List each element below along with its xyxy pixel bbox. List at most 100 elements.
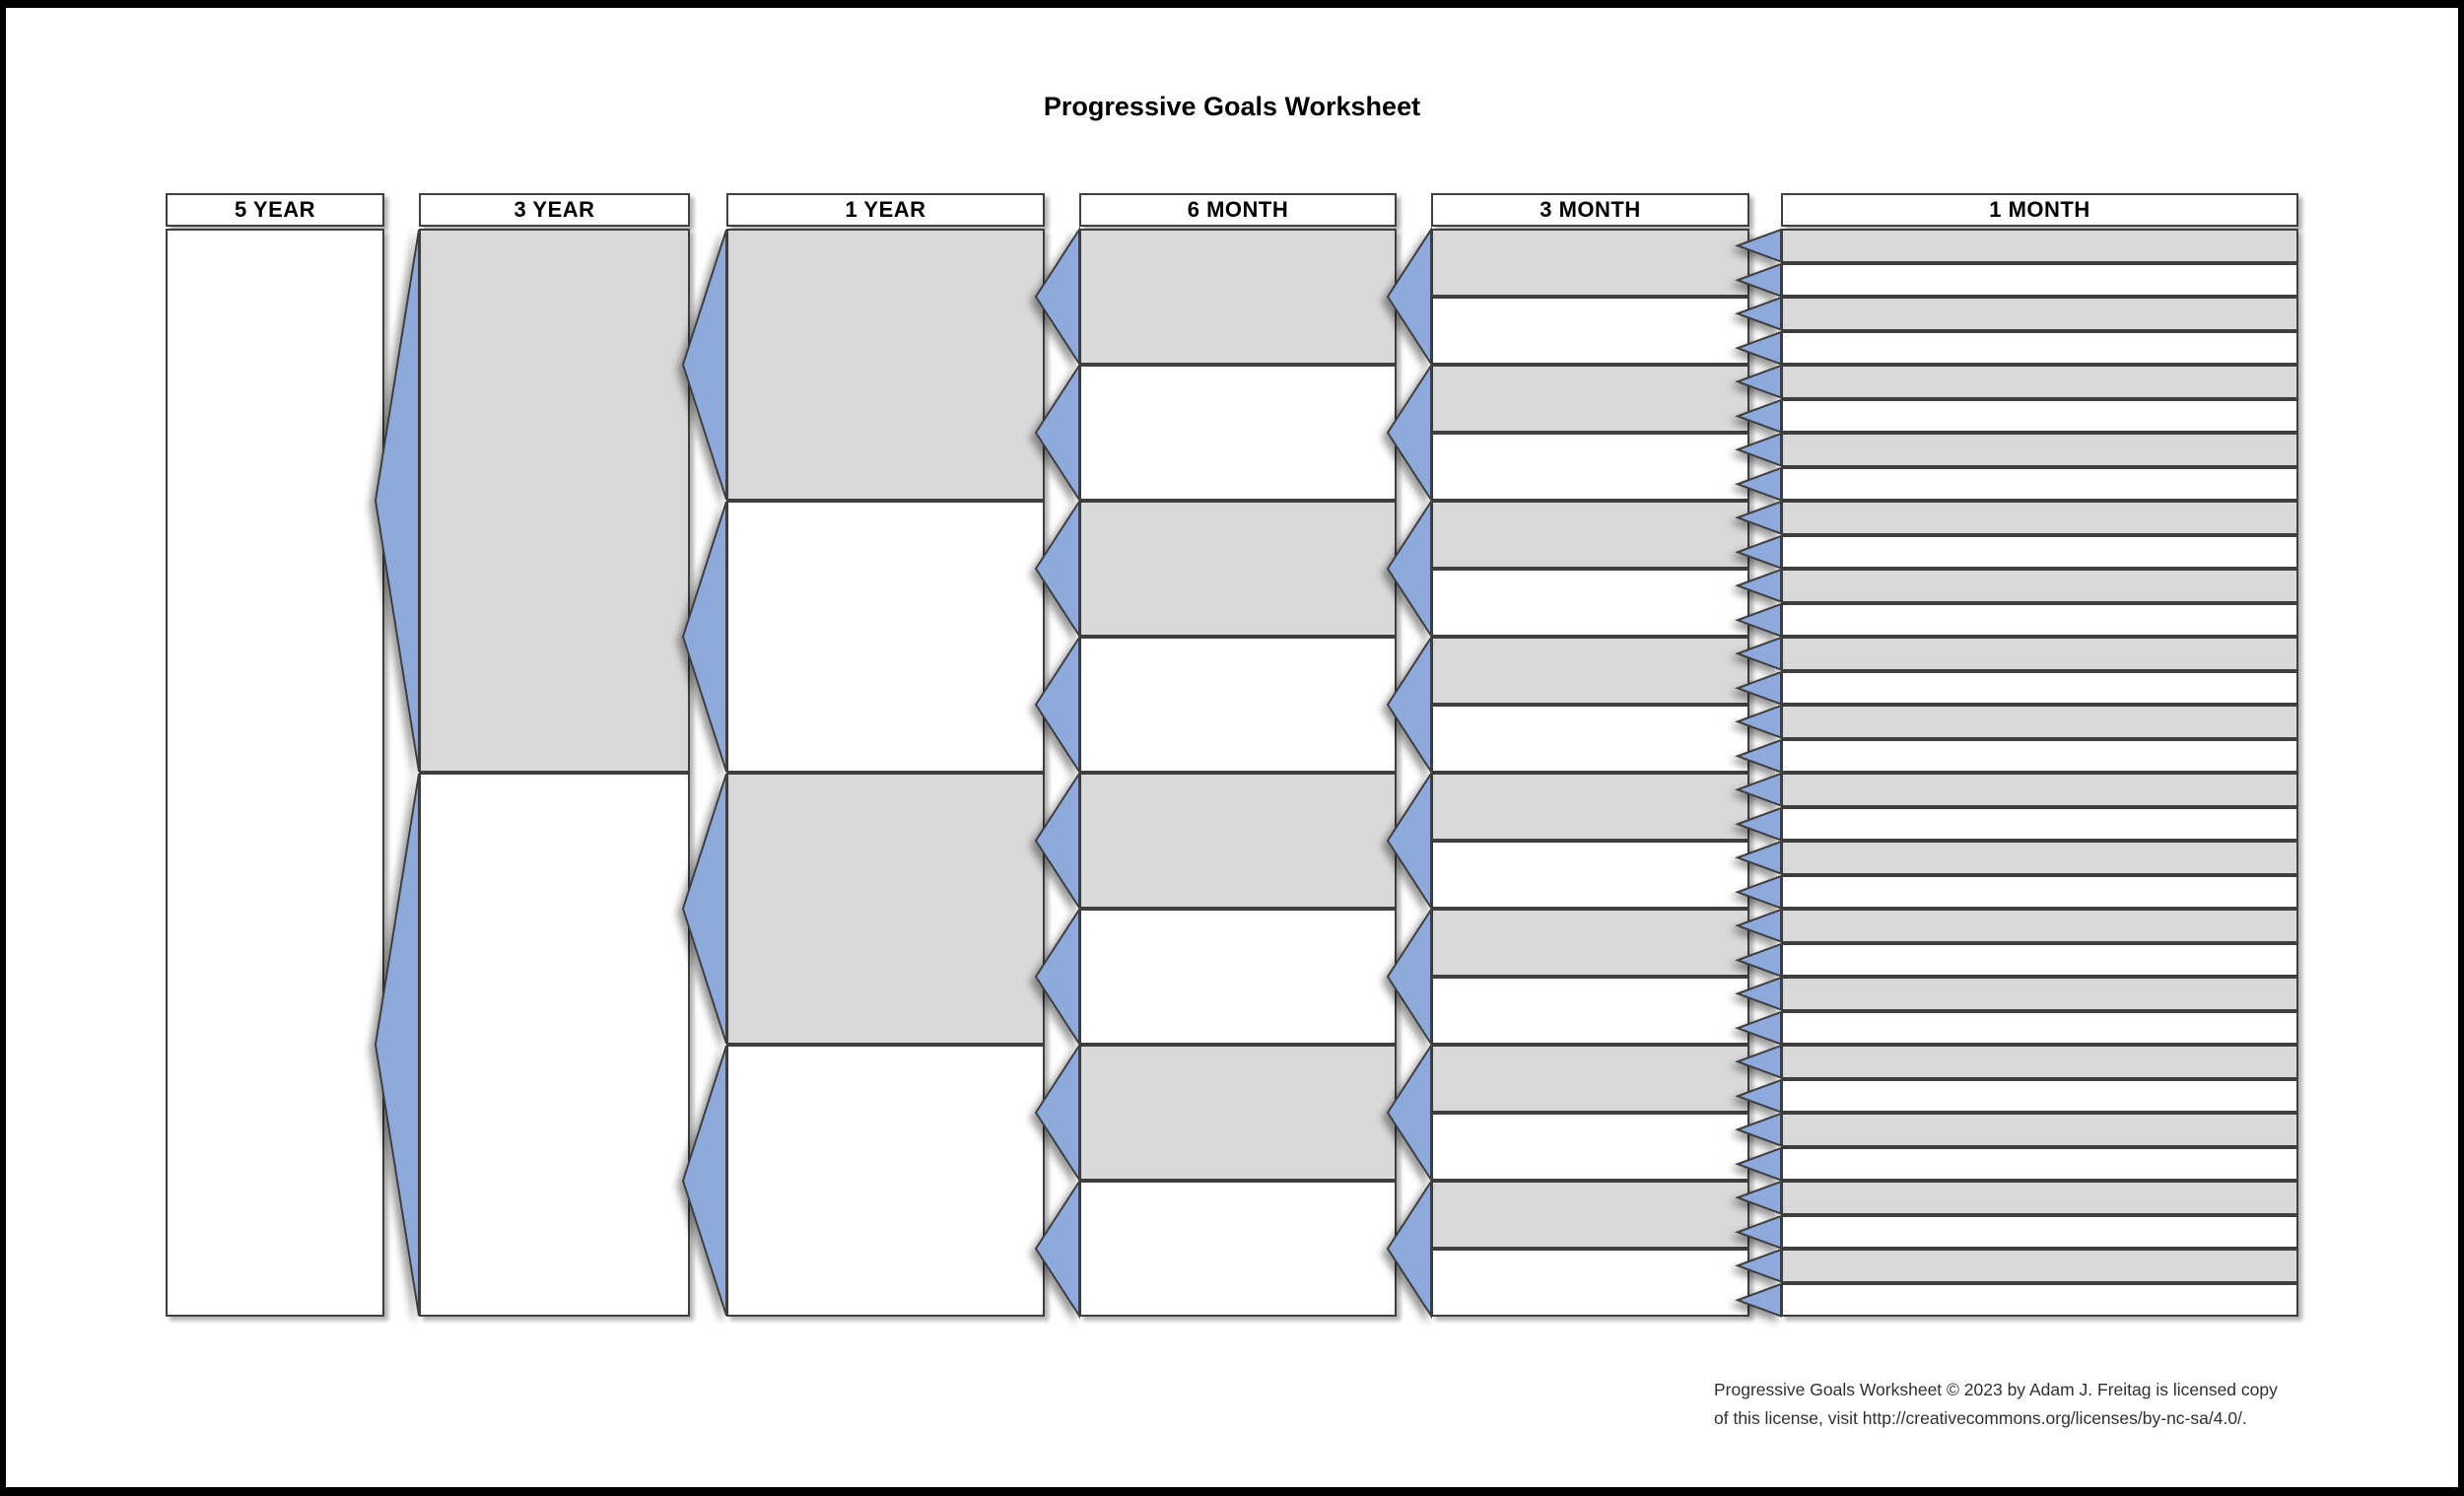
left-arrow-icon: [681, 229, 727, 501]
flow-arrow-1-month-8: [1735, 466, 1782, 502]
goal-box-3-month-13: [1431, 1045, 1749, 1113]
flow-arrow-1-month-31: [1735, 1248, 1782, 1283]
left-arrow-icon: [1735, 840, 1782, 875]
flow-arrow-6-month-1: [1034, 226, 1080, 368]
flow-arrow-1-month-20: [1735, 874, 1782, 910]
goal-box-6-month-6: [1079, 909, 1397, 1045]
flow-arrow-3-month-1: [1386, 226, 1432, 368]
flow-arrow-1-year-4: [681, 1045, 727, 1317]
left-arrow-icon: [681, 1045, 727, 1317]
left-arrow-icon: [1735, 670, 1782, 706]
left-arrow-icon: [1735, 602, 1782, 638]
left-arrow-icon: [1386, 1042, 1432, 1184]
flow-arrow-1-month-23: [1735, 976, 1782, 1011]
flow-arrow-1-month-26: [1735, 1078, 1782, 1114]
flow-arrow-1-month-17: [1735, 772, 1782, 807]
goal-box-3-month-5: [1431, 501, 1749, 569]
column-header-1-month: 1 MONTH: [1781, 193, 2298, 227]
goal-box-1-month-11: [1781, 569, 2298, 603]
flow-arrow-1-month-6: [1735, 398, 1782, 434]
flow-arrow-1-month-13: [1735, 636, 1782, 671]
flow-arrow-3-month-8: [1386, 1178, 1432, 1320]
left-arrow-icon: [1735, 1010, 1782, 1046]
flow-arrow-1-month-1: [1735, 228, 1782, 263]
flow-arrow-1-month-21: [1735, 908, 1782, 943]
flow-arrow-1-month-2: [1735, 262, 1782, 298]
flow-arrow-1-month-15: [1735, 704, 1782, 739]
goal-box-3-month-7: [1431, 637, 1749, 705]
left-arrow-icon: [1735, 908, 1782, 943]
page-title: Progressive Goals Worksheet: [1043, 92, 1421, 121]
flow-arrow-3-year-2: [374, 773, 420, 1317]
column-header-1-year: 1 YEAR: [726, 193, 1045, 227]
left-arrow-icon: [1735, 738, 1782, 774]
goal-box-1-year-2: [726, 501, 1045, 773]
goal-box-6-month-4: [1079, 637, 1397, 773]
flow-arrow-6-month-2: [1034, 362, 1080, 504]
flow-arrow-1-month-3: [1735, 296, 1782, 331]
goal-box-1-month-32: [1781, 1282, 2298, 1317]
left-arrow-icon: [1735, 1146, 1782, 1182]
left-arrow-icon: [1735, 500, 1782, 535]
goal-box-1-month-17: [1781, 773, 2298, 807]
goal-box-6-month-8: [1079, 1181, 1397, 1317]
flow-arrow-3-month-3: [1386, 498, 1432, 640]
left-arrow-icon: [1735, 1044, 1782, 1079]
goal-box-3-month-10: [1431, 841, 1749, 909]
flow-arrow-3-month-7: [1386, 1042, 1432, 1184]
left-arrow-icon: [1386, 226, 1432, 368]
left-arrow-icon: [1735, 466, 1782, 502]
left-arrow-icon: [1034, 362, 1080, 504]
flow-arrow-3-month-4: [1386, 634, 1432, 776]
flow-arrow-1-month-14: [1735, 670, 1782, 706]
goal-box-1-month-7: [1781, 433, 2298, 467]
goal-box-3-year-2: [419, 773, 690, 1317]
left-arrow-icon: [1735, 1180, 1782, 1215]
left-arrow-icon: [1735, 330, 1782, 366]
goal-box-6-month-3: [1079, 501, 1397, 637]
goal-box-6-month-2: [1079, 365, 1397, 501]
goal-box-5-year-1: [166, 229, 384, 1317]
left-arrow-icon: [1735, 1248, 1782, 1283]
column-header-6-month: 6 MONTH: [1079, 193, 1397, 227]
goal-box-1-month-18: [1781, 806, 2298, 841]
goal-box-3-year-1: [419, 229, 690, 773]
flow-arrow-1-month-9: [1735, 500, 1782, 535]
left-arrow-icon: [1034, 1178, 1080, 1320]
flow-arrow-1-month-16: [1735, 738, 1782, 774]
goal-box-3-month-16: [1431, 1249, 1749, 1317]
goal-box-1-month-13: [1781, 637, 2298, 671]
flow-arrow-6-month-8: [1034, 1178, 1080, 1320]
goal-box-1-month-1: [1781, 229, 2298, 263]
goal-box-3-month-15: [1431, 1181, 1749, 1249]
flow-arrow-1-month-4: [1735, 330, 1782, 366]
goal-box-1-month-4: [1781, 330, 2298, 365]
left-arrow-icon: [1034, 1042, 1080, 1184]
left-arrow-icon: [374, 773, 420, 1317]
left-arrow-icon: [1386, 906, 1432, 1048]
left-arrow-icon: [1735, 398, 1782, 434]
goal-box-3-month-1: [1431, 229, 1749, 297]
left-arrow-icon: [374, 229, 420, 773]
flow-arrow-3-year-1: [374, 229, 420, 773]
goal-box-1-month-10: [1781, 534, 2298, 569]
goal-box-1-year-3: [726, 773, 1045, 1045]
left-arrow-icon: [1735, 1078, 1782, 1114]
goal-box-1-month-20: [1781, 874, 2298, 909]
flow-arrow-1-year-3: [681, 773, 727, 1045]
flow-arrow-1-year-1: [681, 229, 727, 501]
goal-box-3-month-9: [1431, 773, 1749, 841]
column-header-3-month: 3 MONTH: [1431, 193, 1749, 227]
goal-box-3-month-11: [1431, 909, 1749, 977]
left-arrow-icon: [1386, 362, 1432, 504]
left-arrow-icon: [1735, 806, 1782, 842]
goal-box-3-month-12: [1431, 977, 1749, 1045]
left-arrow-icon: [1735, 262, 1782, 298]
goal-box-1-month-24: [1781, 1010, 2298, 1045]
goal-box-3-month-2: [1431, 297, 1749, 365]
left-arrow-icon: [1735, 1282, 1782, 1318]
license-line-1: Progressive Goals Worksheet © 2023 by Ad…: [1714, 1380, 2278, 1399]
left-arrow-icon: [1735, 296, 1782, 331]
flow-arrow-1-month-28: [1735, 1146, 1782, 1182]
